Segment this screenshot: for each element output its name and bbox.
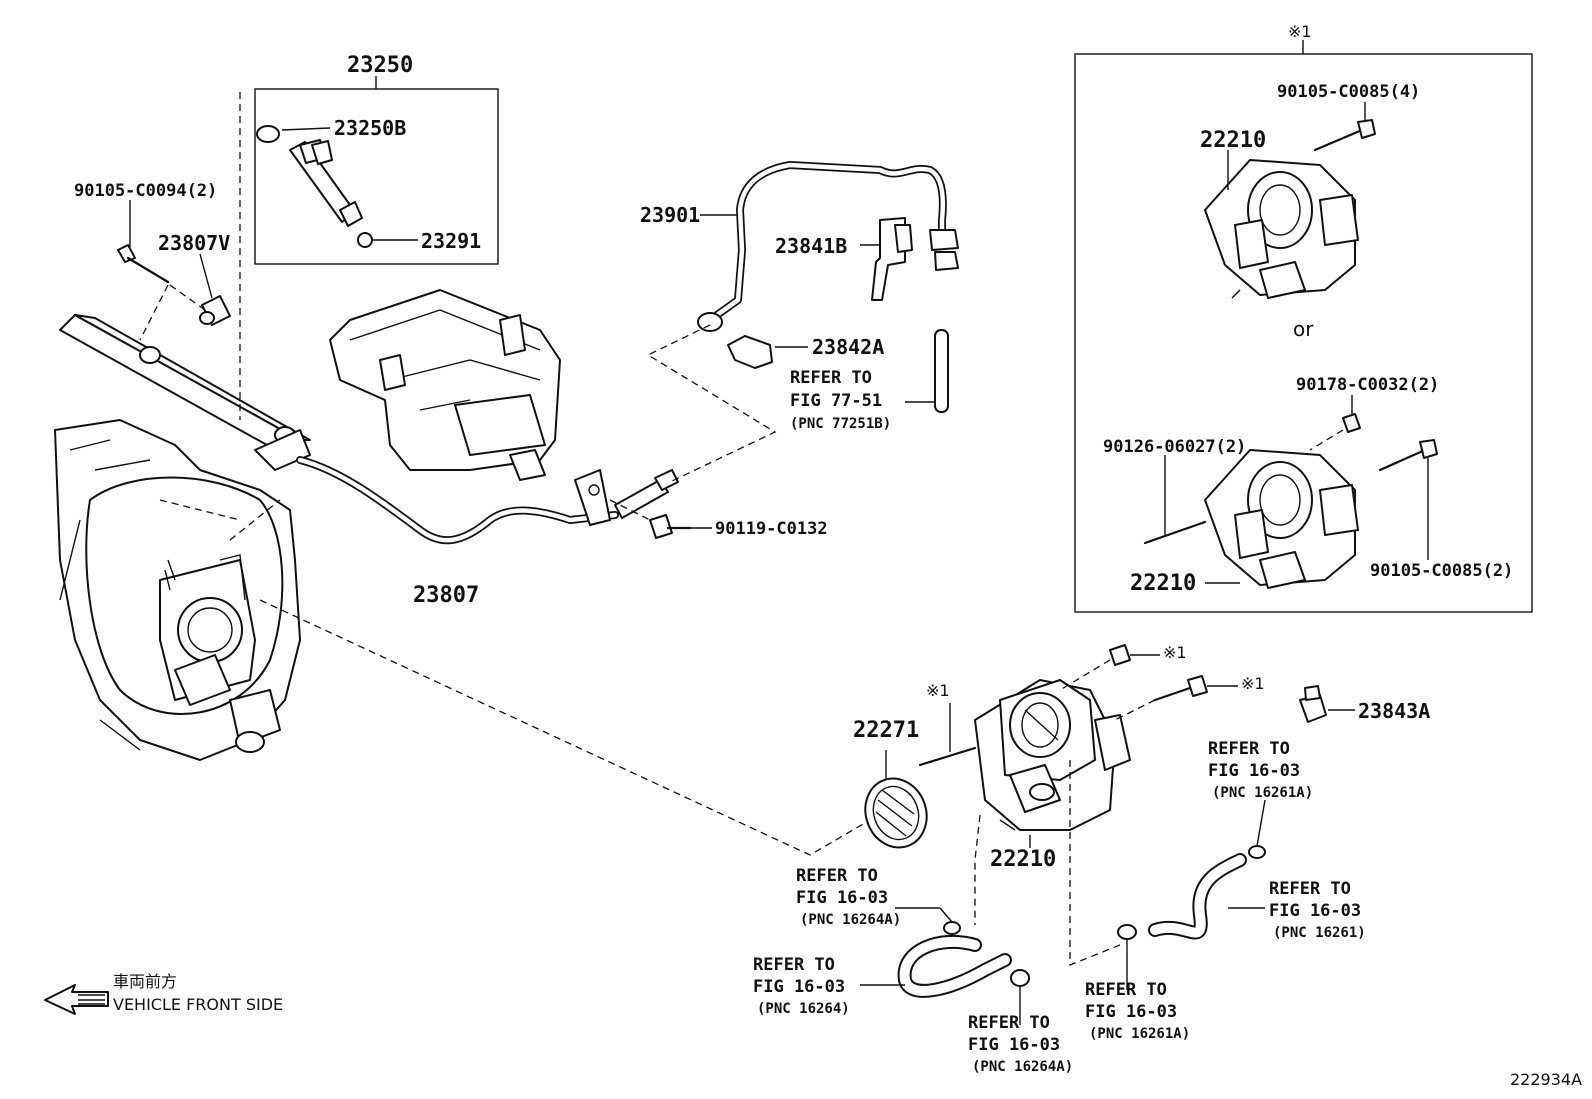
ref-16264a-bottom-line3: (PNC 16264A) — [972, 1059, 1073, 1075]
nut-main — [1059, 644, 1160, 691]
ref-16261a-top-line1: REFER TO — [1208, 739, 1290, 759]
ref-16264-line3: (PNC 16264) — [757, 1001, 850, 1017]
clip-23841b — [860, 217, 913, 301]
label-90126-06027: 90126-06027(2) — [1103, 437, 1246, 457]
clip-23843a — [1299, 685, 1355, 723]
ref-16261-line2: FIG 16-03 — [1269, 901, 1361, 921]
fuel-pipe-23807 — [296, 456, 679, 545]
label-90119-c0132: 90119-C0132 — [715, 519, 828, 539]
label-drawing-number: 222934A — [1510, 1070, 1582, 1089]
leader-dashed-left-hose — [974, 814, 981, 925]
bolt-90105-c0085-4 — [1313, 102, 1376, 152]
ref-16264a-top-line2: FIG 16-03 — [796, 888, 888, 908]
clamp-23842a — [727, 335, 808, 369]
label-90178-c0032: 90178-C0032(2) — [1296, 375, 1439, 395]
label-note-bolt: ※1 — [1241, 674, 1265, 693]
leader-dashed-rail-bolts — [139, 92, 241, 420]
ref-16264-line2: FIG 16-03 — [753, 977, 845, 997]
label-23842a: 23842A — [812, 335, 884, 359]
ref-77-51-line1: REFER TO — [790, 368, 872, 388]
gasket-22271 — [864, 750, 928, 849]
intake-manifold-illustration — [54, 419, 301, 761]
label-or: or — [1293, 317, 1314, 341]
ref-77-51-line2: FIG 77-51 — [790, 391, 882, 411]
ref-16261a-bottom-line2: FIG 16-03 — [1085, 1002, 1177, 1022]
ref-77-51-line3: (PNC 77251B) — [790, 416, 891, 432]
stud-main — [918, 703, 977, 767]
ref-16261-line3: (PNC 16261) — [1273, 925, 1366, 941]
label-90105-c0085-4: 90105-C0085(4) — [1277, 82, 1420, 102]
label-23841b: 23841B — [775, 234, 847, 258]
throttle-body-22210-variant-a — [1204, 150, 1359, 299]
label-note-stud: ※1 — [926, 681, 950, 700]
label-23250b: 23250B — [334, 116, 406, 140]
leader-dashed-right-hose — [1069, 760, 1121, 966]
label-23250: 23250 — [347, 53, 413, 78]
variant-box — [1074, 40, 1533, 613]
ref-16264a-top-line3: (PNC 16264A) — [800, 912, 901, 928]
label-23291: 23291 — [421, 229, 481, 253]
ref-16264a-bottom-line2: FIG 16-03 — [968, 1035, 1060, 1055]
vehicle-front-arrow — [44, 984, 109, 1015]
bolt-90119-c0132 — [609, 499, 712, 539]
ref-16261a-top-line2: FIG 16-03 — [1208, 761, 1300, 781]
label-direction-en: VEHICLE FRONT SIDE — [113, 995, 283, 1014]
injector-box — [254, 76, 499, 265]
stud-90126-06027 — [1143, 455, 1207, 545]
ref-16261a-bottom-line1: REFER TO — [1085, 980, 1167, 1000]
label-direction-jp: 車両前方 — [113, 972, 177, 991]
leader-dashed-manifold-throttle — [259, 599, 871, 856]
label-90105-c0094: 90105-C0094(2) — [74, 181, 217, 201]
label-23843a: 23843A — [1358, 699, 1430, 723]
ref-16261a-top-line3: (PNC 16261A) — [1212, 785, 1313, 801]
label-22271: 22271 — [853, 718, 919, 743]
label-23807v: 23807V — [158, 231, 230, 255]
ref-16264a-bottom-line1: REFER TO — [968, 1013, 1050, 1033]
vacuum-pipe-77-51 — [905, 329, 949, 413]
throttle-body-22210-variant-b — [1204, 449, 1359, 589]
ref-16261a-bottom-line3: (PNC 16261A) — [1089, 1026, 1190, 1042]
label-90105-c0085-2: 90105-C0085(2) — [1370, 561, 1513, 581]
ref-16261-line1: REFER TO — [1269, 879, 1351, 899]
throttle-body-22210-main — [974, 679, 1131, 848]
label-note-nut: ※1 — [1163, 643, 1187, 662]
spacer-23807v — [199, 253, 231, 326]
ref-16264a-top-line1: REFER TO — [796, 866, 878, 886]
bolt-main — [1114, 675, 1238, 721]
leader-dashed-manifold-rail — [159, 499, 281, 541]
label-box-note: ※1 — [1288, 22, 1312, 41]
water-hose-16261 — [1117, 799, 1266, 990]
label-23807: 23807 — [413, 583, 479, 608]
ref-16264-line1: REFER TO — [753, 955, 835, 975]
bolt-90105-c0085-2 — [1378, 439, 1438, 560]
engine-block-illustration — [329, 289, 561, 481]
label-22210-main: 22210 — [990, 847, 1056, 872]
label-22210-box-top: 22210 — [1200, 128, 1266, 153]
water-hose-16264 — [860, 907, 1030, 1025]
bolt-90105-c0094 — [117, 200, 170, 284]
nut-90178-c0032 — [1309, 395, 1361, 451]
label-22210-box-bottom: 22210 — [1130, 571, 1196, 596]
label-23901: 23901 — [640, 203, 700, 227]
fuel-hose-23901 — [697, 161, 959, 332]
